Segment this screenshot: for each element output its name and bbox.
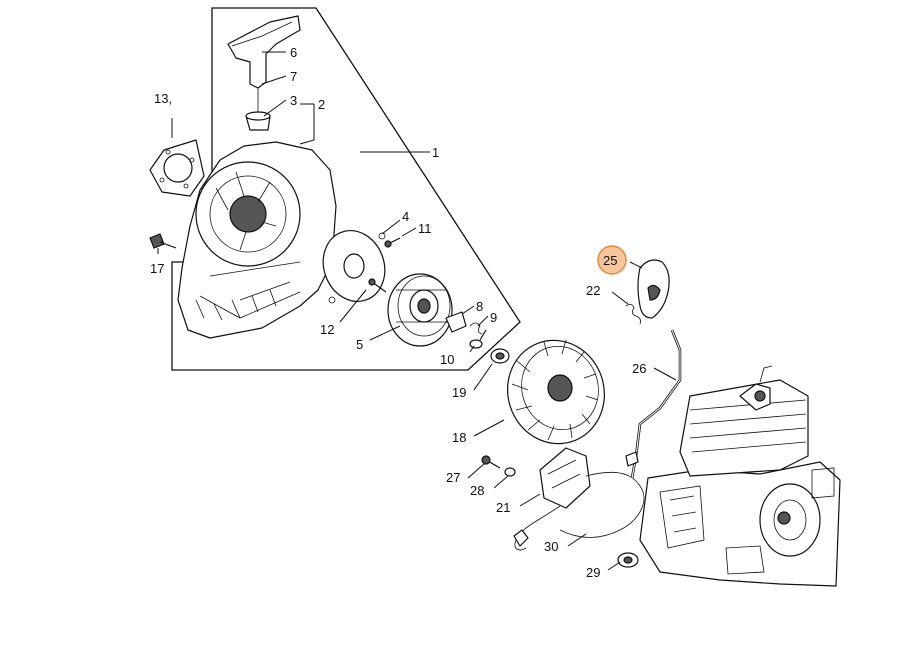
short-circuit-wire <box>630 329 682 479</box>
part-label-22[interactable]: 22 <box>586 283 600 298</box>
part-label-10[interactable]: 10 <box>440 352 454 367</box>
part-label-7[interactable]: 7 <box>290 69 297 84</box>
part-labels: 6 7 3 2 1 13, 17 4 11 12 5 8 9 10 19 18 … <box>150 45 646 580</box>
part-label-6[interactable]: 6 <box>290 45 297 60</box>
wire-connector <box>625 451 639 467</box>
part-label-8[interactable]: 8 <box>476 299 483 314</box>
rope-guide <box>245 111 271 131</box>
lead-terminal <box>513 529 529 547</box>
leader-lines <box>157 51 677 571</box>
screw-11 <box>384 237 401 248</box>
screw-17 <box>149 233 177 249</box>
part-label-4[interactable]: 4 <box>402 209 409 224</box>
grommet-25 <box>637 259 670 319</box>
screw-12 <box>368 278 387 293</box>
spring-9 <box>469 322 483 335</box>
screw-27 <box>481 455 501 469</box>
part-label-12[interactable]: 12 <box>320 322 334 337</box>
part-label-17[interactable]: 17 <box>150 261 164 276</box>
part-label-19[interactable]: 19 <box>452 385 466 400</box>
part-label-26[interactable]: 26 <box>632 361 646 376</box>
part-label-27[interactable]: 27 <box>446 470 460 485</box>
flywheel-18 <box>507 339 605 445</box>
part-label-25[interactable]: 25 <box>603 253 617 268</box>
short-circuit-wire-inner <box>631 329 681 479</box>
washer-28 <box>504 467 516 477</box>
part-label-2[interactable]: 2 <box>318 97 325 112</box>
washer-13 <box>149 139 205 197</box>
pawl-8 <box>445 311 467 333</box>
part-label-9[interactable]: 9 <box>490 310 497 325</box>
part-label-11[interactable]: 11 <box>418 221 432 236</box>
part-label-21[interactable]: 21 <box>496 500 510 515</box>
nut-19 <box>490 348 510 364</box>
part-label-5[interactable]: 5 <box>356 337 363 352</box>
part-label-13[interactable]: 13, <box>154 91 172 106</box>
rope-rotor <box>387 273 453 347</box>
engine-assembly <box>639 365 841 587</box>
part-label-18[interactable]: 18 <box>452 430 466 445</box>
ignition-module <box>539 447 591 509</box>
part-label-3[interactable]: 3 <box>290 93 297 108</box>
nut-29 <box>617 552 639 568</box>
selected-part-highlight <box>597 245 627 275</box>
part-label-28[interactable]: 28 <box>470 483 484 498</box>
spring-22 <box>625 304 641 325</box>
part-label-29[interactable]: 29 <box>586 565 600 580</box>
washer-10 <box>469 329 487 349</box>
starter-housing <box>177 141 337 339</box>
part-label-1[interactable]: 1 <box>432 145 439 160</box>
part-label-30[interactable]: 30 <box>544 539 558 554</box>
